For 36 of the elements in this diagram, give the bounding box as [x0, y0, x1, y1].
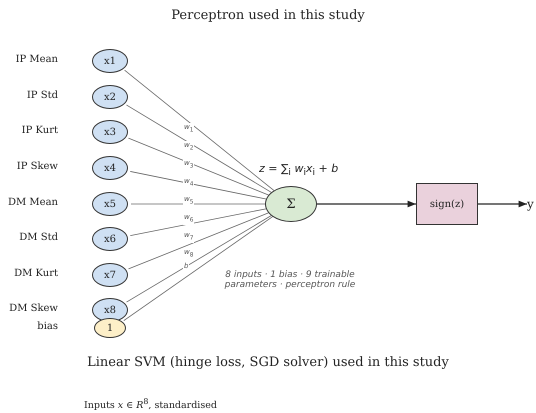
neuron-ellipse: x2	[92, 85, 128, 109]
weight-line	[126, 104, 272, 193]
feature-label: IP Std	[26, 90, 58, 101]
feature-label: IP Kurt	[22, 125, 58, 136]
neuron-ellipse: x7	[92, 263, 128, 287]
feature-label: IP Mean	[16, 54, 58, 65]
neuron-ellipse: x3	[92, 120, 128, 144]
weight-line	[128, 138, 269, 196]
neuron-ellipse: x4	[92, 156, 128, 180]
weight-line	[130, 208, 266, 236]
neuron-ellipse: 1	[94, 318, 126, 338]
note-text: 8 inputs · 1 bias · 9 trainable parameters · perceptron rule	[224, 270, 356, 290]
feature-label: DM Mean	[8, 197, 58, 208]
weight-line	[124, 70, 274, 191]
feature-label: DM Skew	[9, 303, 58, 314]
neuron-ellipse: x8	[92, 298, 128, 322]
feature-label: DM Std	[19, 232, 58, 243]
section-heading: Linear SVM (hinge loss, SGD solver) used in this study	[86, 355, 450, 370]
weight-line	[130, 171, 266, 200]
weight-line	[123, 216, 273, 321]
feature-label: IP Skew	[16, 161, 58, 172]
weight-line	[126, 215, 272, 302]
neuron-ellipse: x6	[92, 227, 128, 251]
activation-box: sign(z)	[416, 183, 478, 225]
note-text: Inputs x ∈ R$^{8}$, standardised	[84, 397, 217, 412]
neuron-ellipse: x5	[92, 192, 128, 216]
arrow	[478, 200, 527, 208]
feature-label: DM Kurt	[14, 268, 58, 279]
output-label: y	[527, 196, 536, 212]
neuron-ellipse: x1	[92, 49, 128, 73]
formula-text: z = ∑$_{i}$ w$_{i}$x$_{i}$ + b	[259, 162, 338, 178]
summation-node: Σ	[265, 186, 317, 222]
feature-label: bias	[37, 321, 58, 332]
arrow	[317, 200, 416, 208]
diagram-title: Perceptron used in this study	[170, 8, 366, 23]
weight-line	[128, 212, 269, 270]
